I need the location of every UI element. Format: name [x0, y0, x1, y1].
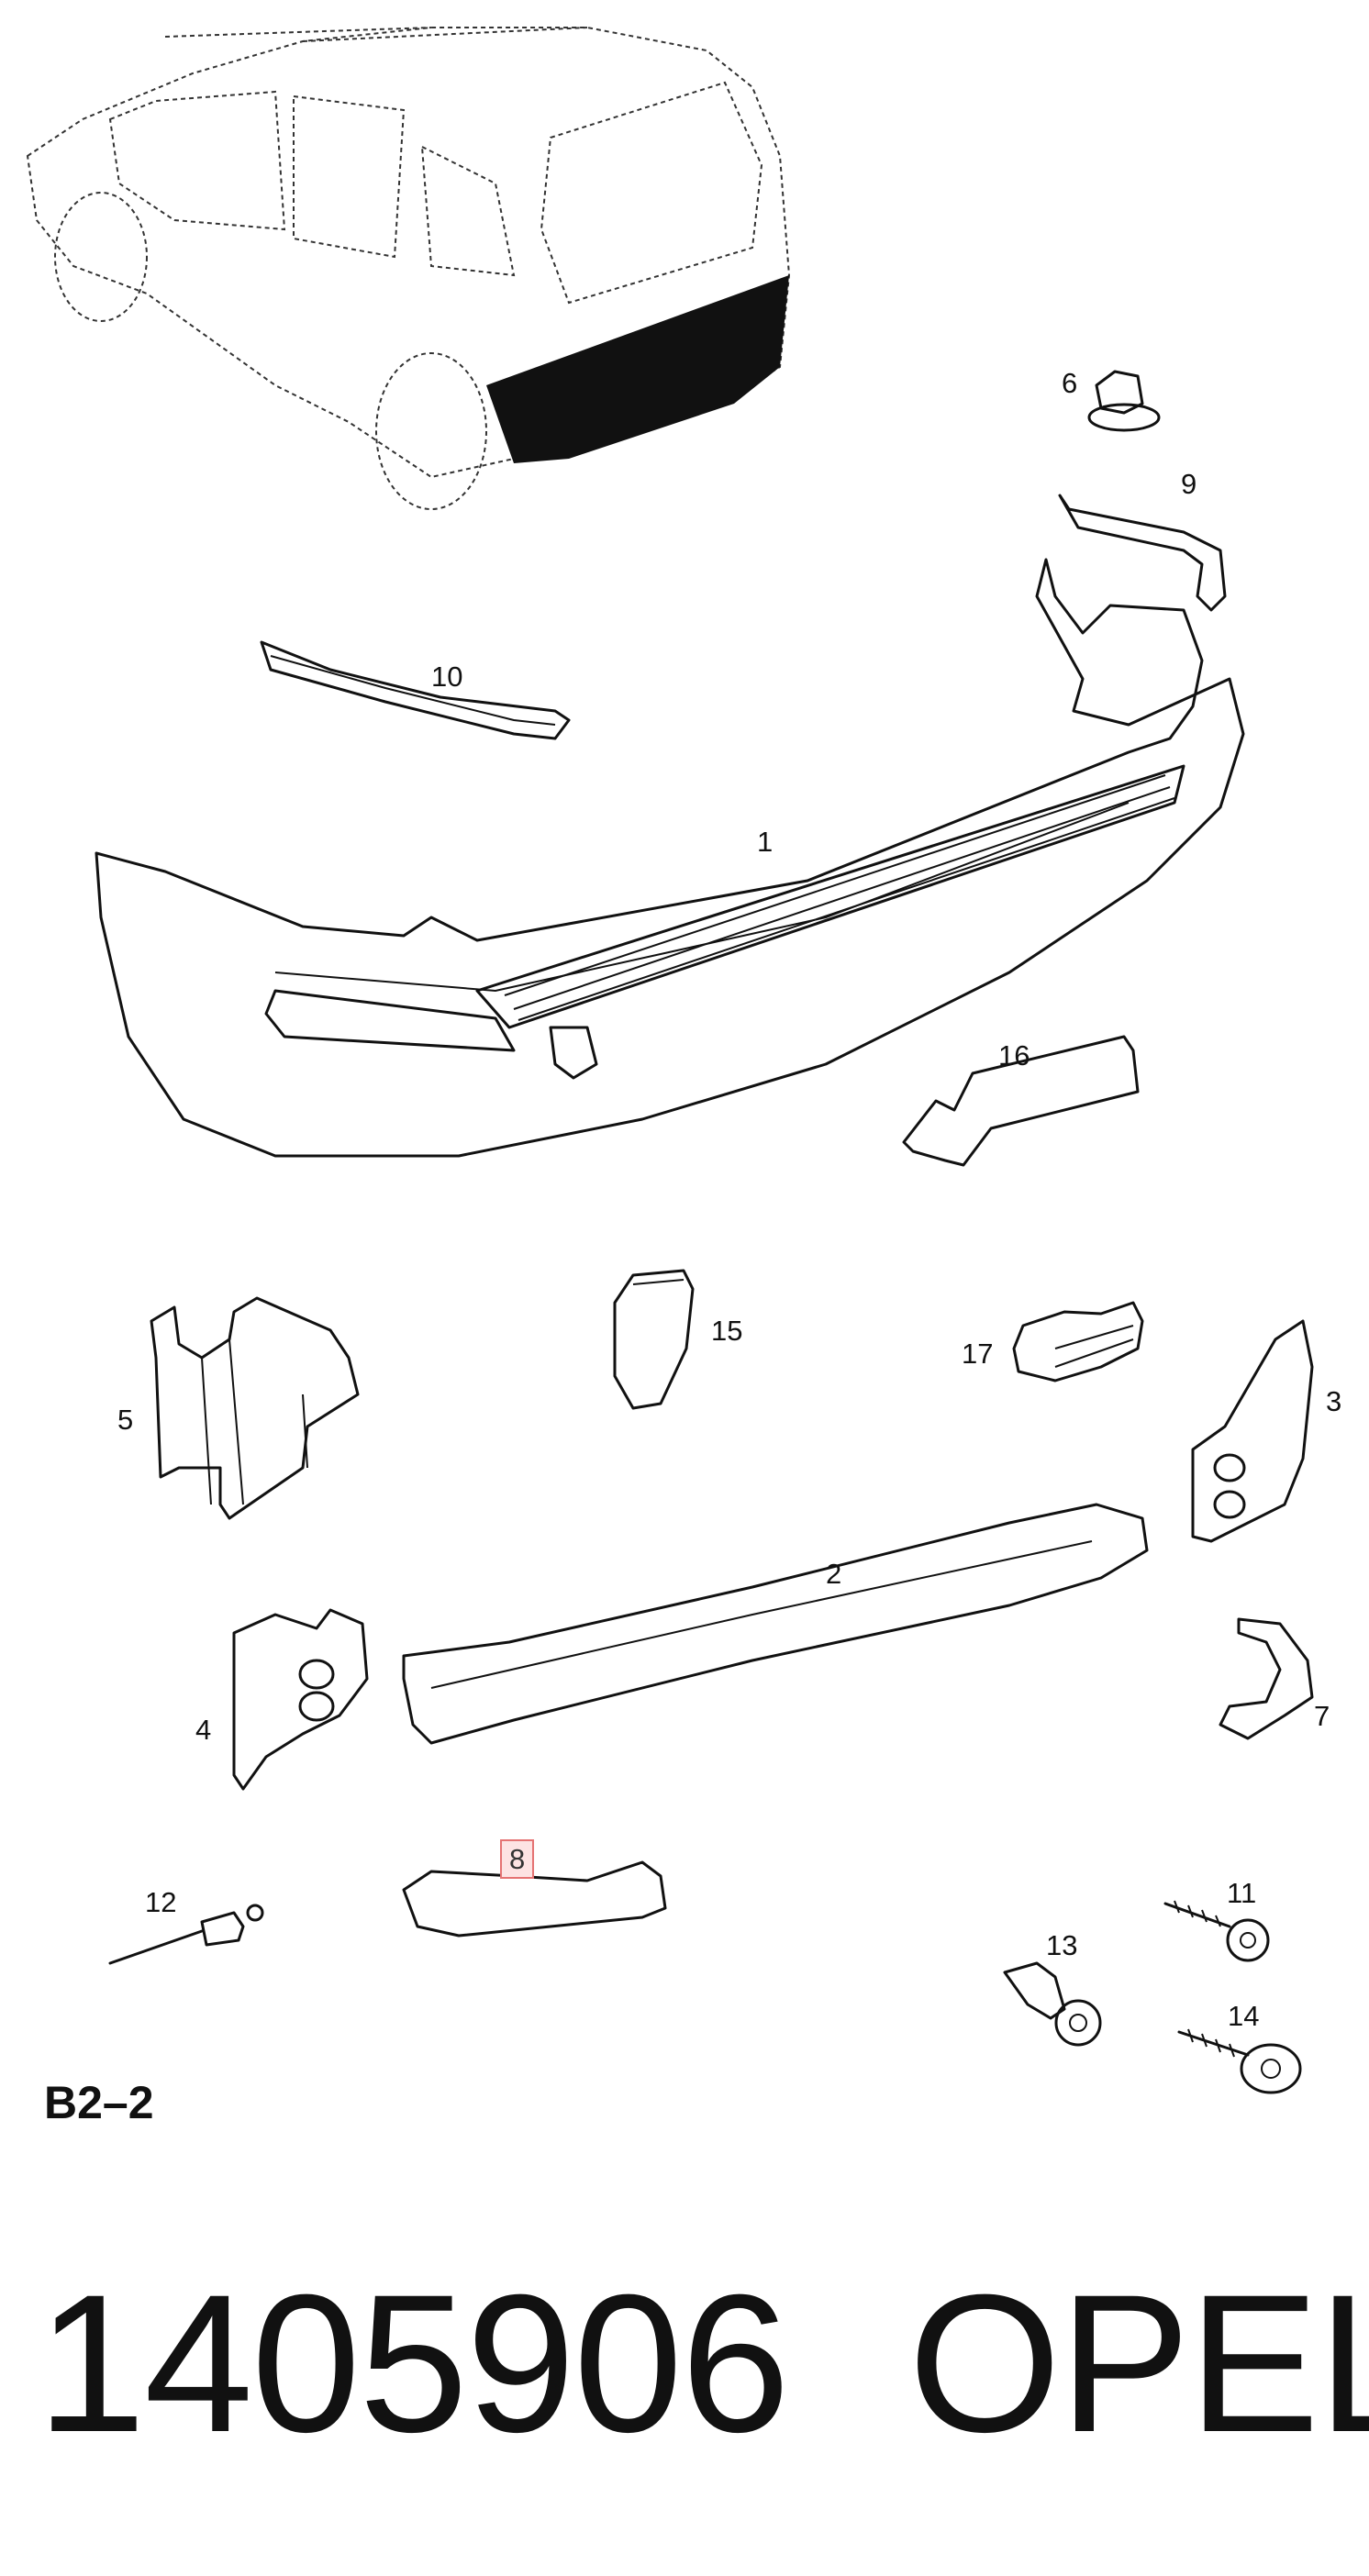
upper-trim-strip: [260, 640, 571, 740]
callout-4: 4: [195, 1714, 212, 1746]
bumper-guide: [902, 1035, 1140, 1167]
retaining-clip: [1012, 1301, 1144, 1382]
washer-screw: [1177, 2028, 1302, 2094]
callout-14: 14: [1228, 2000, 1260, 2032]
part-number: 1405906: [37, 2254, 790, 2473]
callout-2: 2: [826, 1558, 842, 1590]
callout-3: 3: [1326, 1385, 1342, 1417]
reflector-strip: [402, 1860, 667, 1938]
lower-left-bracket: [232, 1608, 369, 1791]
callout-7: 7: [1314, 1700, 1330, 1732]
callout-9: 9: [1181, 468, 1197, 500]
vehicle-outline: [26, 27, 791, 510]
screw: [1163, 1900, 1270, 1962]
callout-10: 10: [431, 661, 463, 693]
rear-bumper-cover: [95, 558, 1245, 1158]
impact-bar: [402, 1503, 1149, 1745]
clip-nut: [1087, 370, 1161, 432]
callout-11: 11: [1227, 1877, 1257, 1909]
section-code: B2–2: [44, 2077, 154, 2128]
end-cap: [613, 1269, 695, 1410]
callout-16: 16: [998, 1039, 1030, 1071]
side-bracket: [1058, 494, 1227, 612]
curved-trim-piece: [1219, 1617, 1314, 1740]
callout-12: 12: [145, 1886, 177, 1918]
rivet-pin: [108, 1904, 264, 1965]
brand-name: OPEL: [908, 2254, 1369, 2473]
left-mounting-bracket: [150, 1296, 360, 1520]
callout-1: 1: [757, 826, 774, 858]
callout-17: 17: [962, 1338, 994, 1370]
callout-6: 6: [1062, 367, 1078, 399]
callout-8-highlighted[interactable]: 8: [500, 1839, 535, 1879]
callout-15: 15: [711, 1315, 743, 1347]
push-clip: [1003, 1961, 1102, 2047]
vehicle-rear-bumper-highlight: [486, 275, 789, 463]
callout-5: 5: [117, 1404, 134, 1436]
right-mounting-bracket: [1191, 1319, 1314, 1543]
callout-13: 13: [1046, 1929, 1078, 1961]
